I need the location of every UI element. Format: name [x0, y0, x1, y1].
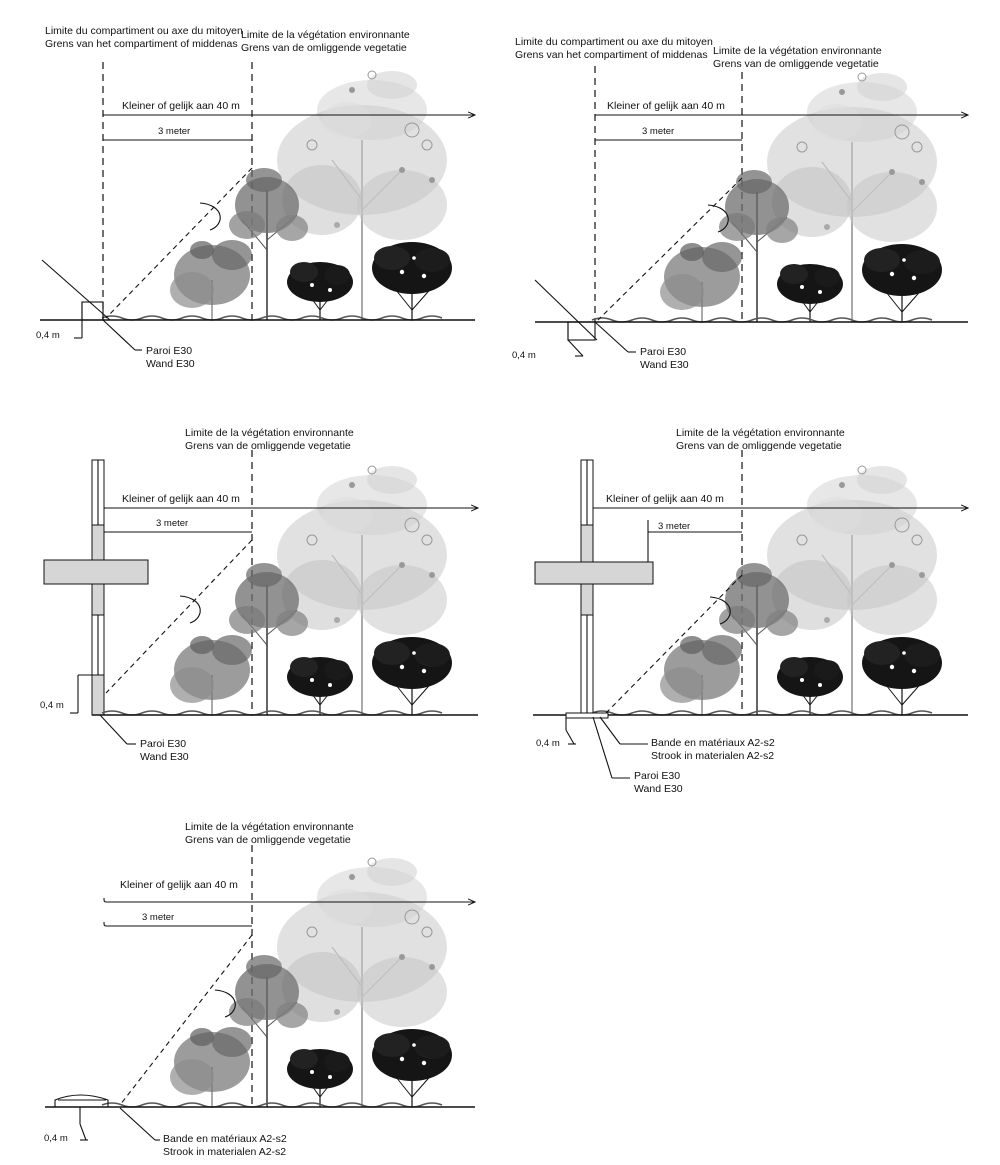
distance-3-label: 3 meter [158, 126, 190, 137]
radiation-angle-line [105, 167, 253, 319]
floor-slab [43, 559, 149, 585]
wall-inclined-line [41, 259, 111, 321]
compartment-label-fr: Limite du compartiment ou axe du mitoyen [45, 25, 243, 37]
wall-label-fr: Paroi E30 [640, 346, 686, 358]
strip-label-fr: Bande en matériaux A2-s2 [651, 737, 775, 749]
wall-inclined-line [534, 279, 598, 341]
wall-label-fr: Paroi E30 [634, 770, 680, 782]
distance-3-label: 3 meter [658, 521, 690, 532]
vegetation-label-fr: Limite de la végétation environnante [713, 45, 882, 57]
panel-3: Limite de la végétation environnante Gre… [40, 427, 478, 763]
floor-slab [534, 561, 654, 585]
panel-5: Limite de la végétation environnante Gre… [44, 821, 475, 1158]
radiation-angle-line [597, 177, 743, 321]
distance-3-label: 3 meter [156, 518, 188, 529]
distance-40-label: Kleiner of gelijk aan 40 m [122, 493, 240, 505]
wall-label-fr: Paroi E30 [140, 738, 186, 750]
panel-4: Limite de la végétation environnante Gre… [533, 427, 968, 795]
strip-a2-s2-icon [565, 712, 609, 719]
vegetation-label-nl: Grens van de omliggende vegetatie [713, 58, 879, 70]
vegetation-label-fr: Limite de la végétation environnante [241, 29, 410, 41]
compartment-label-fr: Limite du compartiment ou axe du mitoyen [515, 36, 713, 48]
angle-arc-icon [707, 204, 729, 233]
angle-arc-icon [709, 596, 731, 625]
compartment-label-nl: Grens van het compartiment of middenas [45, 38, 238, 50]
wall-label-nl: Wand E30 [146, 358, 195, 370]
angle-arc-icon [214, 989, 236, 1018]
strip-label-nl: Strook in materialen A2-s2 [163, 1146, 286, 1158]
height-04-label: 0,4 m [40, 700, 64, 711]
compartment-label-nl: Grens van het compartiment of middenas [515, 49, 708, 61]
height-04-label: 0,4 m [44, 1133, 68, 1144]
distance-40-label: Kleiner of gelijk aan 40 m [606, 493, 724, 505]
vegetation-label-nl: Grens van de omliggende vegetatie [676, 440, 842, 452]
wall-label-fr: Paroi E30 [146, 345, 192, 357]
distance-40-line [103, 897, 475, 902]
panel-2: Limite du compartiment ou axe du mitoyen… [512, 36, 968, 371]
distance-3-line [103, 921, 252, 927]
wall-label-nl: Wand E30 [140, 751, 189, 763]
height-04-label: 0,4 m [36, 330, 60, 341]
vegetation-label-fr: Limite de la végétation environnante [676, 427, 845, 439]
angle-arc-icon [199, 202, 221, 231]
panel-1: Limite du compartiment ou axe du mitoyen… [36, 25, 475, 370]
wall-label-nl: Wand E30 [640, 359, 689, 371]
strip-a2-s2-icon [54, 1094, 109, 1107]
height-04-label: 0,4 m [536, 738, 560, 749]
vegetation-label-nl: Grens van de omliggende vegetatie [185, 834, 351, 846]
strip-label-nl: Strook in materialen A2-s2 [651, 750, 774, 762]
vegetation-label-nl: Grens van de omliggende vegetatie [185, 440, 351, 452]
distance-40-label: Kleiner of gelijk aan 40 m [607, 100, 725, 112]
vegetation-label-nl: Grens van de omliggende vegetatie [241, 42, 407, 54]
height-04-label: 0,4 m [512, 350, 536, 361]
angle-arc-icon [179, 595, 201, 624]
vegetation-label-fr: Limite de la végétation environnante [185, 427, 354, 439]
distance-3-label: 3 meter [142, 912, 174, 923]
distance-40-label: Kleiner of gelijk aan 40 m [122, 100, 240, 112]
vegetation-label-fr: Limite de la végétation environnante [185, 821, 354, 833]
wall-label-nl: Wand E30 [634, 783, 683, 795]
distance-40-label: Kleiner of gelijk aan 40 m [120, 879, 238, 891]
distance-3-label: 3 meter [642, 126, 674, 137]
strip-label-fr: Bande en matériaux A2-s2 [163, 1133, 287, 1145]
